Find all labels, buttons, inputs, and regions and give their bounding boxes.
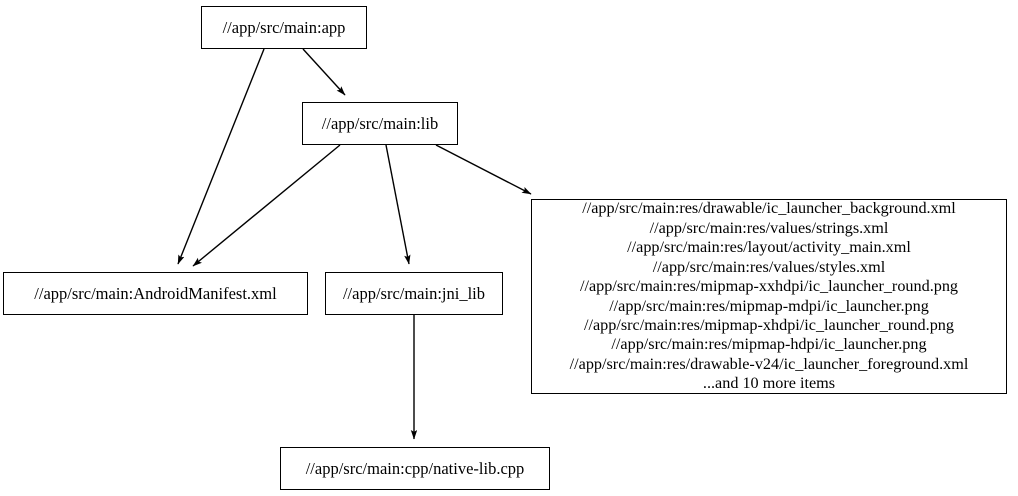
graph-node-jni-lib-label: //app/src/main:jni_lib [342, 283, 486, 303]
graph-node-app-label: //app/src/main:app [222, 17, 346, 37]
edge-lib-to-res [435, 144, 532, 195]
graph-node-android-manifest[interactable]: //app/src/main:AndroidManifest.xml [3, 272, 308, 315]
graph-node-app[interactable]: //app/src/main:app [201, 6, 367, 49]
edge-lib-to-jni-lib [385, 144, 411, 265]
graph-node-lib[interactable]: //app/src/main:lib [302, 102, 458, 145]
graph-node-res-collapsed-group[interactable]: //app/src/main:res/drawable/ic_launcher_… [531, 199, 1007, 394]
edge-app-to-manifest [177, 48, 265, 265]
edge-lib-to-manifest [192, 144, 341, 267]
graph-node-jni-lib[interactable]: //app/src/main:jni_lib [325, 272, 503, 315]
graph-node-res-collapsed-group-label: //app/src/main:res/drawable/ic_launcher_… [569, 199, 969, 393]
graph-node-native-lib-cpp[interactable]: //app/src/main:cpp/native-lib.cpp [280, 447, 550, 490]
graph-node-android-manifest-label: //app/src/main:AndroidManifest.xml [34, 283, 277, 303]
graph-node-native-lib-cpp-label: //app/src/main:cpp/native-lib.cpp [305, 458, 525, 478]
edge-app-to-lib [302, 48, 346, 96]
graph-node-lib-label: //app/src/main:lib [321, 113, 439, 133]
